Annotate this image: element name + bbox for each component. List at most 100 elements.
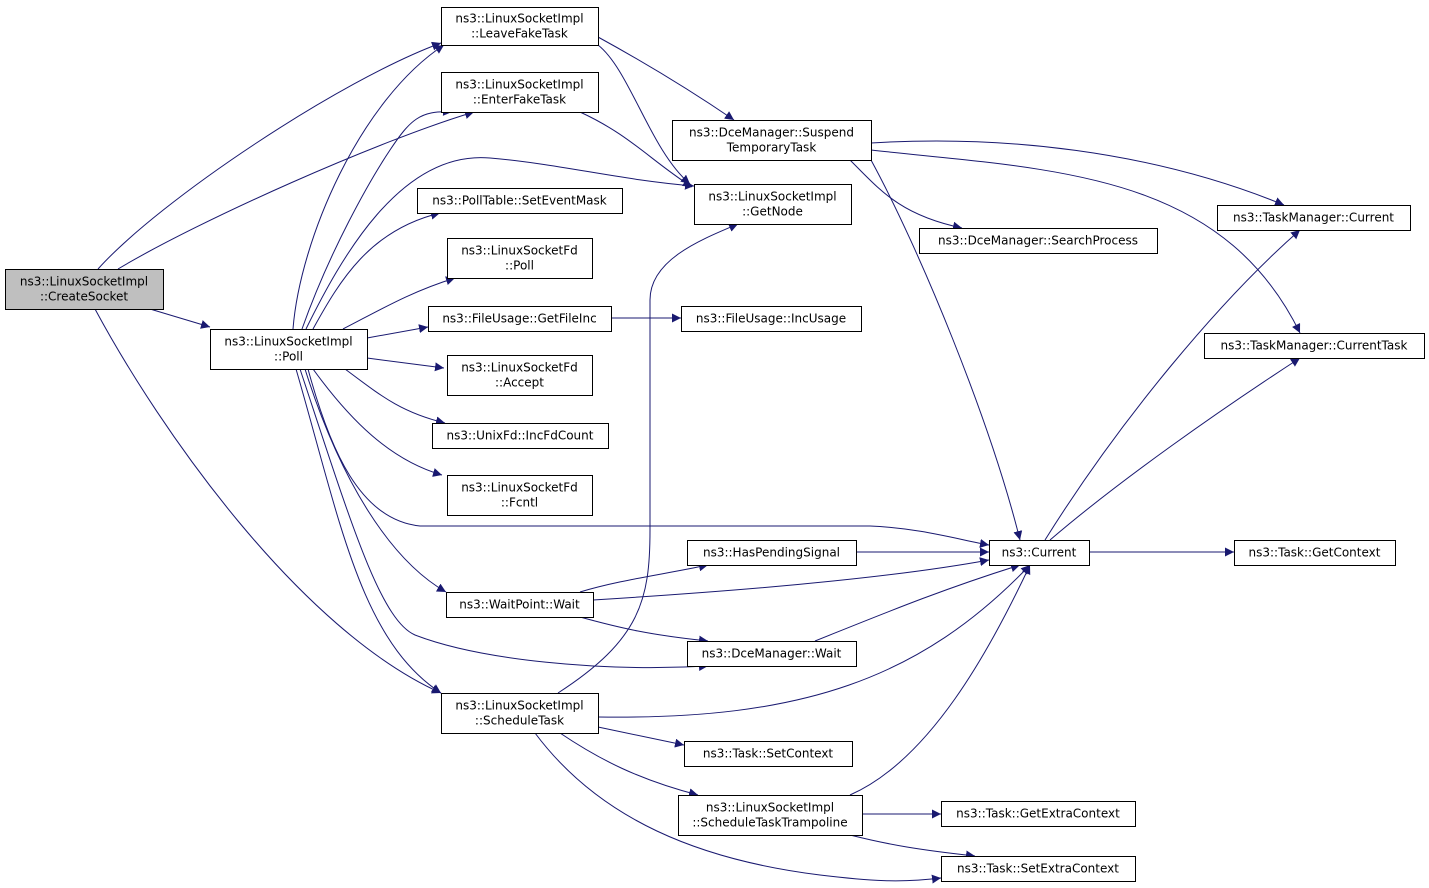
node-label: ns3::Current [1002, 546, 1077, 560]
node-label: ns3::LinuxSocketImpl [224, 335, 352, 349]
node-label: ns3::TaskManager::CurrentTask [1221, 339, 1408, 353]
node-label: ns3::TaskManager::Current [1233, 211, 1394, 225]
edge-leaveFake-to-suspendTemp [597, 36, 735, 121]
node-box [441, 7, 599, 46]
node-box [447, 238, 593, 279]
node-label: ns3::UnixFd::IncFdCount [447, 429, 594, 443]
node-label: ns3::Task::SetExtraContext [957, 862, 1119, 876]
node-setContext[interactable]: ns3::Task::SetContext [684, 741, 853, 767]
edge-createSocket-to-enterFake [117, 110, 475, 270]
node-trampoline[interactable]: ns3::LinuxSocketImpl::ScheduleTaskTrampo… [678, 795, 863, 836]
node-box [447, 355, 593, 396]
node-leaveFake[interactable]: ns3::LinuxSocketImpl::LeaveFakeTask [441, 7, 599, 46]
node-waitPoint[interactable]: ns3::WaitPoint::Wait [446, 592, 594, 618]
node-box [687, 641, 857, 667]
edge-enterFake-to-getNode [579, 111, 693, 188]
node-label: ns3::LinuxSocketFd [461, 361, 578, 375]
node-box [694, 184, 852, 225]
node-poll[interactable]: ns3::LinuxSocketImpl::Poll [210, 329, 368, 370]
edge-suspendTemp-to-tmCurrentTask [870, 149, 1301, 334]
node-scheduleTask[interactable]: ns3::LinuxSocketImpl::ScheduleTask [441, 693, 599, 734]
node-label: ::CreateSocket [40, 290, 128, 304]
node-label: ::LeaveFakeTask [471, 27, 568, 41]
node-label: ns3::LinuxSocketFd [461, 244, 578, 258]
nodes: ns3::LinuxSocketImpl::CreateSocketns3::L… [5, 7, 1425, 882]
edge-poll-to-incFdCount [344, 368, 446, 426]
node-label: ::Poll [274, 350, 303, 364]
node-label: ns3::LinuxSocketImpl [455, 78, 583, 92]
edges [94, 36, 1301, 884]
node-label: ns3::WaitPoint::Wait [459, 598, 580, 612]
edge-waitPoint-to-current [592, 557, 990, 601]
edge-createSocket-to-poll [149, 308, 211, 329]
node-hasPending[interactable]: ns3::HasPendingSignal [687, 540, 857, 566]
node-label: ns3::DceManager::SearchProcess [938, 234, 1138, 248]
edge-createSocket-to-scheduleTask [94, 308, 442, 694]
node-tmCurrent[interactable]: ns3::TaskManager::Current [1217, 205, 1411, 231]
edge-dceWait-to-current [814, 563, 1021, 642]
edge-createSocket-to-leaveFake [97, 41, 442, 270]
node-box [210, 329, 368, 370]
node-box [1217, 205, 1411, 231]
node-label: ::GetNode [742, 205, 803, 219]
node-box [687, 540, 857, 566]
node-label: ns3::FileUsage::GetFileInc [442, 312, 596, 326]
edge-current-to-tmCurrent [1044, 229, 1301, 541]
edge-poll-to-leaveFake [292, 44, 445, 330]
node-label: TemporaryTask [726, 141, 817, 155]
node-box [446, 592, 594, 618]
node-label: ns3::LinuxSocketImpl [706, 801, 834, 815]
node-searchProcess[interactable]: ns3::DceManager::SearchProcess [919, 228, 1158, 254]
node-label: ns3::LinuxSocketImpl [455, 12, 583, 26]
edge-scheduleTask-to-current [597, 564, 1031, 718]
node-box [989, 540, 1090, 566]
node-label: ::ScheduleTask [475, 714, 564, 728]
node-box [428, 306, 612, 332]
edge-suspendTemp-to-searchProcess [849, 159, 963, 231]
edge-poll-to-fdAccept [366, 357, 445, 372]
node-tmCurrentTask[interactable]: ns3::TaskManager::CurrentTask [1204, 333, 1425, 359]
node-label: ns3::Task::SetContext [703, 747, 834, 761]
edge-poll-to-enterFake [301, 106, 453, 330]
node-getExtra[interactable]: ns3::Task::GetExtraContext [941, 801, 1136, 827]
node-box [447, 475, 593, 516]
node-createSocket[interactable]: ns3::LinuxSocketImpl::CreateSocket [5, 269, 164, 310]
node-fdFcntl[interactable]: ns3::LinuxSocketFd::Fcntl [447, 475, 593, 516]
edge-scheduleTask-to-setExtra [534, 732, 942, 884]
node-label: ::Poll [505, 259, 534, 273]
edge-poll-to-getNode [305, 157, 695, 330]
edge-suspendTemp-to-tmCurrent [870, 140, 1285, 206]
edge-poll-to-dceWait [299, 368, 709, 671]
node-box [941, 856, 1136, 882]
edge-poll-to-scheduleTask [295, 368, 442, 694]
node-fdPoll[interactable]: ns3::LinuxSocketFd::Poll [447, 238, 593, 279]
edge-scheduleTask-to-setContext [597, 726, 685, 748]
node-incUsage[interactable]: ns3::FileUsage::IncUsage [681, 306, 862, 332]
node-enterFake[interactable]: ns3::LinuxSocketImpl::EnterFakeTask [441, 72, 599, 113]
node-label: ns3::Task::GetExtraContext [956, 807, 1120, 821]
node-fdAccept[interactable]: ns3::LinuxSocketFd::Accept [447, 355, 593, 396]
node-label: ns3::LinuxSocketImpl [708, 190, 836, 204]
edge-waitPoint-to-hasPending [579, 562, 709, 593]
node-dceWait[interactable]: ns3::DceManager::Wait [687, 641, 857, 667]
edge-poll-to-waitPoint [304, 368, 447, 593]
edge-waitPoint-to-dceWait [579, 616, 709, 645]
node-box [1204, 333, 1425, 359]
node-label: ::Accept [495, 376, 544, 390]
node-current[interactable]: ns3::Current [989, 540, 1090, 566]
node-label: ns3::LinuxSocketImpl [455, 699, 583, 713]
edge-poll-to-current [307, 368, 990, 548]
node-label: ns3::LinuxSocketImpl [20, 275, 148, 289]
node-getContext[interactable]: ns3::Task::GetContext [1234, 540, 1396, 566]
node-getFileInc[interactable]: ns3::FileUsage::GetFileInc [428, 306, 612, 332]
node-incFdCount[interactable]: ns3::UnixFd::IncFdCount [432, 423, 609, 449]
node-label: ::Fcntl [501, 496, 538, 510]
node-label: ns3::HasPendingSignal [703, 546, 840, 560]
node-setExtra[interactable]: ns3::Task::SetExtraContext [941, 856, 1136, 882]
edge-suspendTemp-to-current [870, 159, 1023, 541]
node-getNode[interactable]: ns3::LinuxSocketImpl::GetNode [694, 184, 852, 225]
node-box [5, 269, 164, 310]
node-setEventMask[interactable]: ns3::PollTable::SetEventMask [417, 188, 623, 214]
